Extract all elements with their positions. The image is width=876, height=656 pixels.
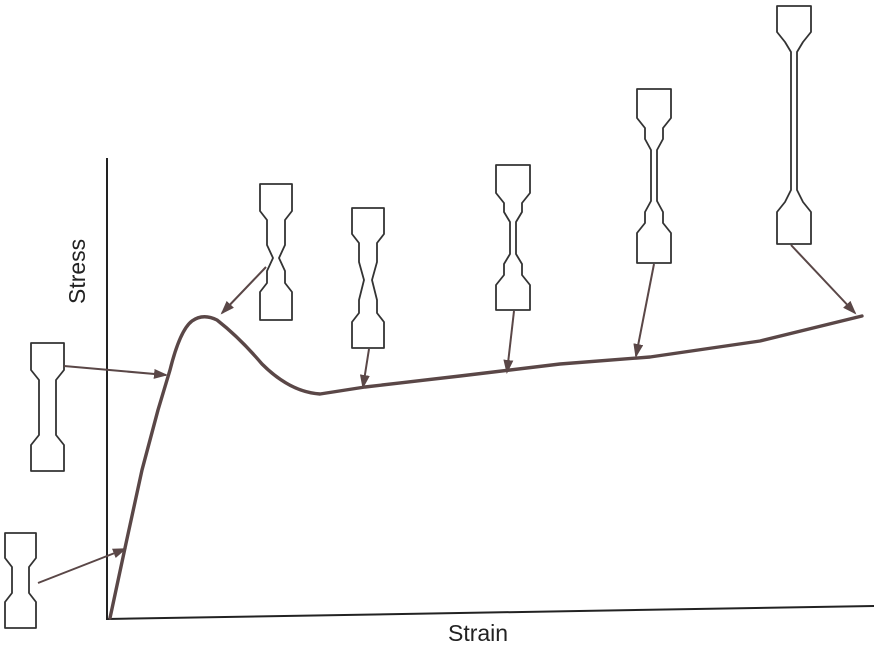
x-axis (106, 605, 875, 620)
arrow-specimen-7 (790, 244, 857, 315)
stress-strain-curve (108, 314, 864, 620)
specimen-1-unstrained (4, 532, 37, 629)
arrow-specimen-5 (503, 310, 515, 374)
y-axis-title: Stress (64, 238, 90, 304)
x-axis-title: Strain (448, 620, 509, 646)
specimen-4-necked (351, 207, 385, 349)
specimen-3-neck-forming (259, 183, 293, 321)
arrow-specimen-4 (359, 348, 370, 389)
arrow-specimen-6 (633, 263, 655, 358)
arrow-specimen-1 (37, 548, 127, 584)
specimen-2-elastic (30, 342, 65, 472)
specimen-5-neck-propagating (495, 164, 531, 311)
specimen-6-cold-drawing (636, 88, 672, 264)
arrow-specimen-3 (220, 266, 267, 315)
arrow-specimen-2 (63, 365, 168, 379)
specimen-7-fully-drawn (776, 5, 812, 245)
